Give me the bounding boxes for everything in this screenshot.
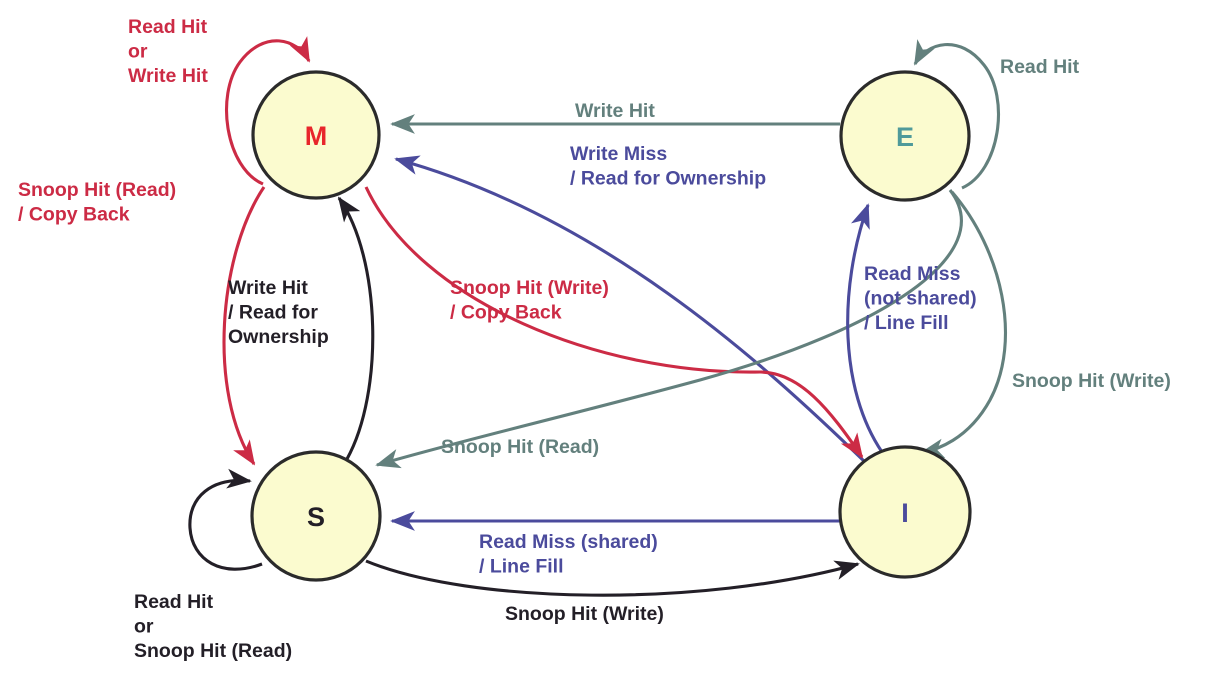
edge-label-line: (not shared) — [864, 288, 977, 310]
edge-label-line: Read Hit — [128, 16, 208, 38]
edge-e-self-loop — [913, 39, 1001, 190]
node-i-circle[interactable] — [838, 445, 972, 579]
node-s-circle[interactable] — [250, 450, 382, 582]
edge-e-to-s — [375, 189, 963, 469]
edge-m-self-loop — [225, 36, 311, 186]
edge-label-e-to-m-write-hit: Write Hit — [575, 100, 655, 122]
node-i[interactable]: I — [838, 445, 972, 579]
edge-label-e-to-s-snoop-read: Snoop Hit (Read) — [441, 436, 599, 458]
node-e[interactable]: E — [839, 70, 971, 202]
node-m-label: M — [305, 121, 328, 151]
edge-label-line: Write Hit — [228, 277, 308, 299]
edge-label-line: / Copy Back — [450, 302, 562, 324]
edge-label-m-to-s-snoop-read: Snoop Hit (Read) / Copy Back — [18, 179, 176, 226]
edge-label-line: / Line Fill — [864, 312, 949, 334]
edge-label-i-to-m-write-miss: Write Miss / Read for Ownership — [570, 143, 766, 190]
edge-label-e-self: Read Hit — [1000, 56, 1080, 78]
node-e-circle[interactable] — [839, 70, 971, 202]
edge-i-to-e — [846, 203, 884, 453]
edge-s-to-m — [337, 196, 375, 460]
edge-label-line: Write Hit — [128, 65, 208, 87]
edge-label-s-to-i-snoop-write: Snoop Hit (Write) — [505, 603, 664, 625]
edge-label-line: Snoop Hit (Read) — [18, 179, 176, 201]
edge-s-self-loop — [188, 468, 263, 571]
edge-label-line: Snoop Hit (Write) — [1012, 370, 1171, 392]
edge-label-line: / Read for — [228, 302, 318, 324]
edge-label-line: or — [134, 616, 154, 638]
edge-label-line: Snoop Hit (Read) — [441, 436, 599, 458]
edge-label-line: Snoop Hit (Read) — [134, 640, 292, 662]
edge-label-line: Write Miss — [570, 143, 667, 165]
edge-label-i-to-s-read-miss-shared: Read Miss (shared) / Line Fill — [479, 531, 658, 578]
edge-e-to-i — [919, 190, 1007, 459]
edge-label-line: Snoop Hit (Write) — [505, 603, 664, 625]
node-m-circle[interactable] — [251, 70, 381, 200]
node-e-label: E — [896, 122, 914, 152]
edge-label-line: or — [128, 41, 148, 63]
edge-label-line: Write Hit — [575, 100, 655, 122]
edge-label-line: / Copy Back — [18, 204, 130, 226]
edge-label-line: Read Hit — [134, 591, 214, 613]
edge-label-line: Ownership — [228, 326, 329, 348]
edge-label-e-to-i-snoop-write: Snoop Hit (Write) — [1012, 370, 1171, 392]
edge-label-line: Read Hit — [1000, 56, 1080, 78]
node-s-label: S — [307, 502, 325, 532]
edge-m-to-i — [364, 186, 864, 459]
node-i-label: I — [901, 498, 909, 528]
node-m[interactable]: M — [251, 70, 381, 200]
edge-m-to-s — [222, 186, 266, 466]
edge-label-line: Snoop Hit (Write) — [450, 277, 609, 299]
edge-s-to-i — [365, 559, 860, 597]
edge-label-line: Read Miss (shared) — [479, 531, 658, 553]
node-s[interactable]: S — [250, 450, 382, 582]
edge-label-line: Read Miss — [864, 263, 961, 285]
edge-label-line: / Line Fill — [479, 556, 564, 578]
edge-i-to-m — [394, 155, 868, 465]
edge-label-i-to-e-read-miss: Read Miss (not shared)/ Line Fill — [864, 263, 977, 334]
edge-label-m-to-i-snoop-write: Snoop Hit (Write) / Copy Back — [450, 277, 609, 324]
edge-label-line: / Read for Ownership — [570, 168, 766, 190]
